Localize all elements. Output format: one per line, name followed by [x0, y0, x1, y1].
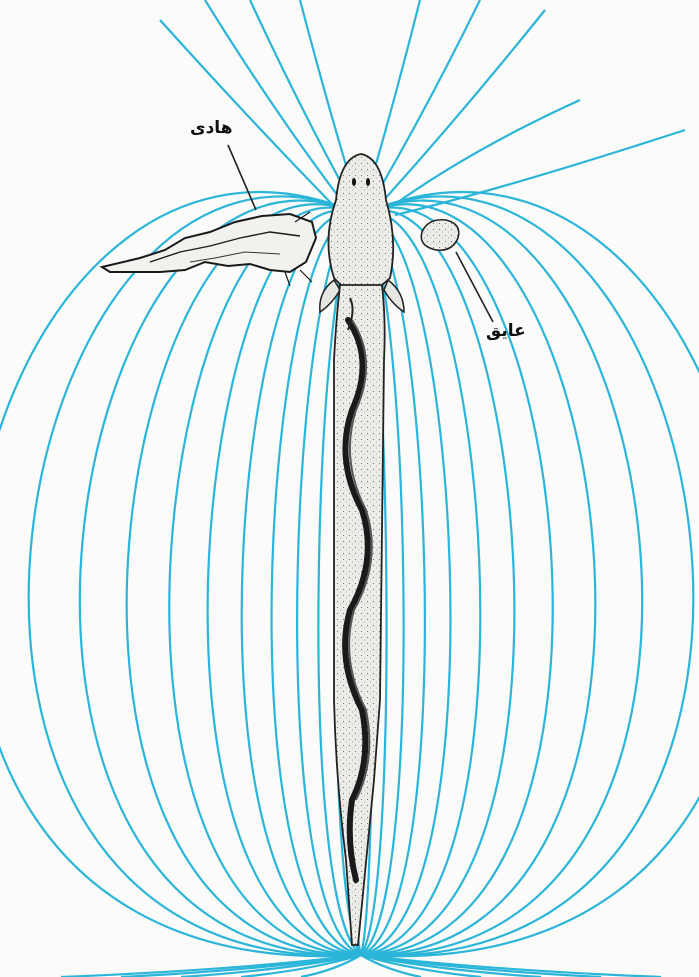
fish-body — [320, 154, 404, 945]
insulator-label: عایق — [486, 321, 526, 341]
conductor-label: هادی — [190, 118, 232, 138]
conductor-object — [102, 212, 316, 286]
insulator-object — [421, 220, 459, 251]
